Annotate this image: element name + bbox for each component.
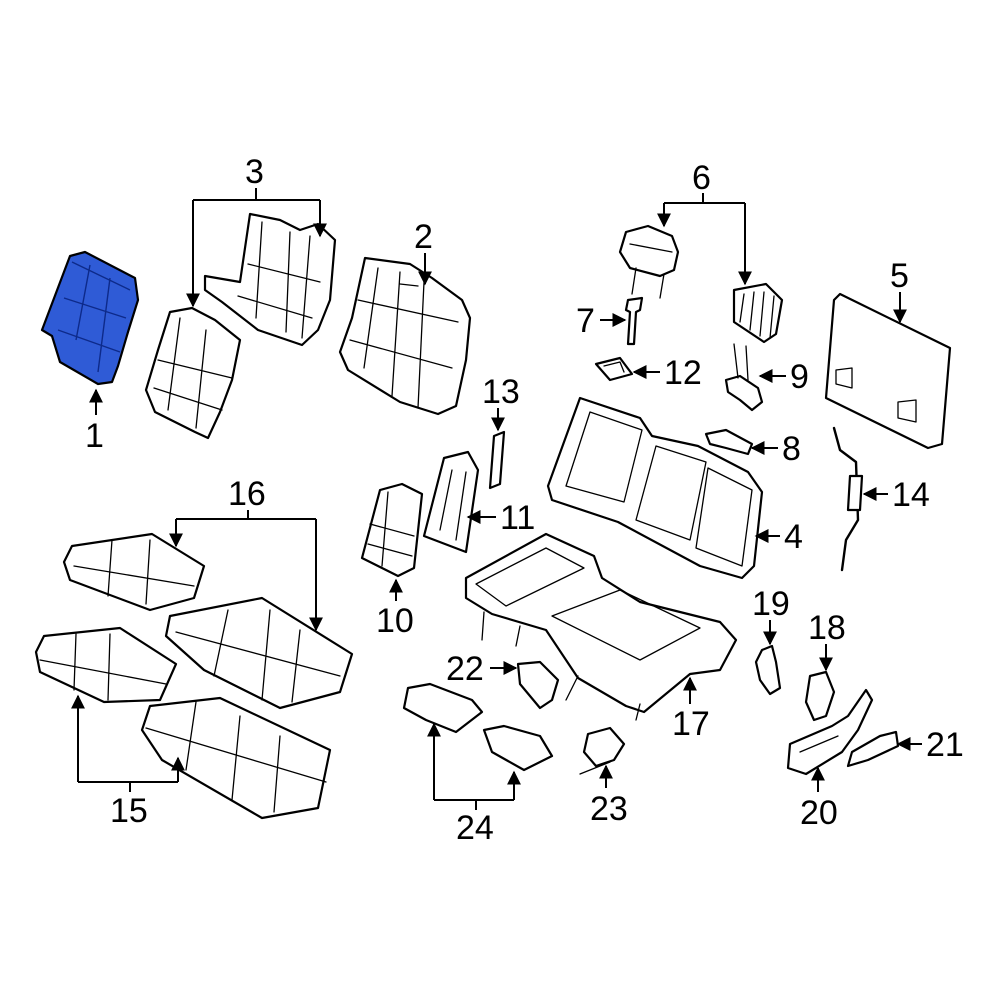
callout-6: 6: [692, 159, 711, 197]
part-4-seat-back-frame[interactable]: [546, 396, 764, 580]
callout-19: 19: [752, 585, 790, 623]
callout-21: 21: [926, 726, 964, 764]
part-14-cable[interactable]: [832, 426, 864, 572]
callout-17: 17: [672, 705, 710, 743]
callout-13: 13: [482, 373, 520, 411]
part-22-bracket[interactable]: [516, 660, 560, 710]
part-10-armrest[interactable]: [360, 482, 424, 578]
callout-20: 20: [800, 794, 838, 832]
callout-4: 4: [784, 518, 803, 556]
callout-2: 2: [414, 218, 433, 256]
part-5-rear-panel[interactable]: [824, 292, 952, 450]
part-6-headrest[interactable]: [618, 224, 784, 344]
part-1-seat-back-cover[interactable]: [40, 250, 140, 386]
callout-11: 11: [500, 499, 535, 537]
part-18-trim[interactable]: [804, 670, 836, 722]
callout-14: 14: [892, 476, 930, 514]
part-2-seat-back-trim[interactable]: [338, 256, 472, 416]
callout-9: 9: [790, 358, 809, 396]
part-23-clip[interactable]: [579, 726, 626, 775]
callout-16: 16: [228, 475, 266, 513]
callout-18: 18: [808, 609, 846, 647]
part-17-seat-frame[interactable]: [464, 532, 738, 721]
callout-10: 10: [376, 602, 414, 640]
callout-8: 8: [782, 430, 801, 468]
callout-1: 1: [85, 417, 104, 455]
part-8-latch[interactable]: [704, 428, 754, 456]
part-13-strip[interactable]: [488, 430, 506, 490]
callout-7: 7: [576, 302, 595, 340]
callout-12: 12: [664, 354, 702, 392]
callout-5: 5: [890, 257, 909, 295]
callout-22: 22: [446, 650, 484, 688]
part-24-covers[interactable]: [402, 682, 554, 772]
part-3-seat-back-frames[interactable]: [144, 212, 337, 440]
part-11-side-panel[interactable]: [422, 450, 480, 554]
part-7-headrest-guide[interactable]: [624, 296, 644, 346]
part-9-bracket[interactable]: [724, 343, 764, 412]
part-16-cushion-pads[interactable]: [62, 532, 354, 710]
callout-15: 15: [110, 792, 148, 830]
part-19-trim[interactable]: [754, 644, 782, 696]
part-15-cushion-covers[interactable]: [34, 626, 332, 820]
part-12-bezel[interactable]: [594, 356, 634, 382]
callout-24: 24: [456, 809, 494, 847]
part-20-side-shield[interactable]: [786, 688, 874, 776]
callout-23: 23: [590, 790, 628, 828]
part-21-cover[interactable]: [846, 730, 900, 768]
callout-3: 3: [245, 153, 264, 191]
